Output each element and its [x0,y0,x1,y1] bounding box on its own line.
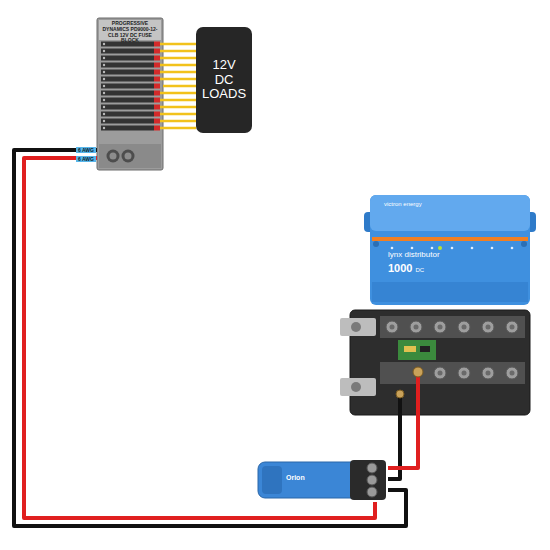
fuse-block-box: PROGRESSIVE DYNAMICS PD9000-12-CLB 12V D… [97,18,163,170]
orion-box: Orion [258,458,388,502]
fuse-rows [101,42,160,131]
wire-stub [398,396,402,415]
unit-label: DC [415,267,424,274]
load-label: 12V DC LOADS [202,58,246,103]
product-label: Orion [286,474,305,482]
orion-converter [258,460,386,500]
cable [14,150,406,526]
brand-label: victron energy [384,201,422,208]
lynx-distributor [364,195,536,305]
cable [388,415,418,468]
ring-lug [396,390,404,398]
product-label: lynx distributor [388,250,440,259]
wire-stub [416,374,420,415]
lynx-busbar-housing [340,310,530,415]
rating-number: 1000 [388,262,412,275]
wire-gauge-tag: 6 AWG [76,156,96,162]
load-wires [160,44,196,128]
lynx-box: victron energy lynx distributor 1000DC [350,195,530,415]
ring-lug [413,367,423,377]
fuse-block [97,18,163,170]
cable [163,85,196,88]
wire-gauge-tag: 6 AWG [76,147,96,153]
load-box: 12V DC LOADS [196,27,252,133]
cable [24,158,375,518]
device-label: PROGRESSIVE DYNAMICS PD9000-12-CLB 12V D… [100,21,160,44]
